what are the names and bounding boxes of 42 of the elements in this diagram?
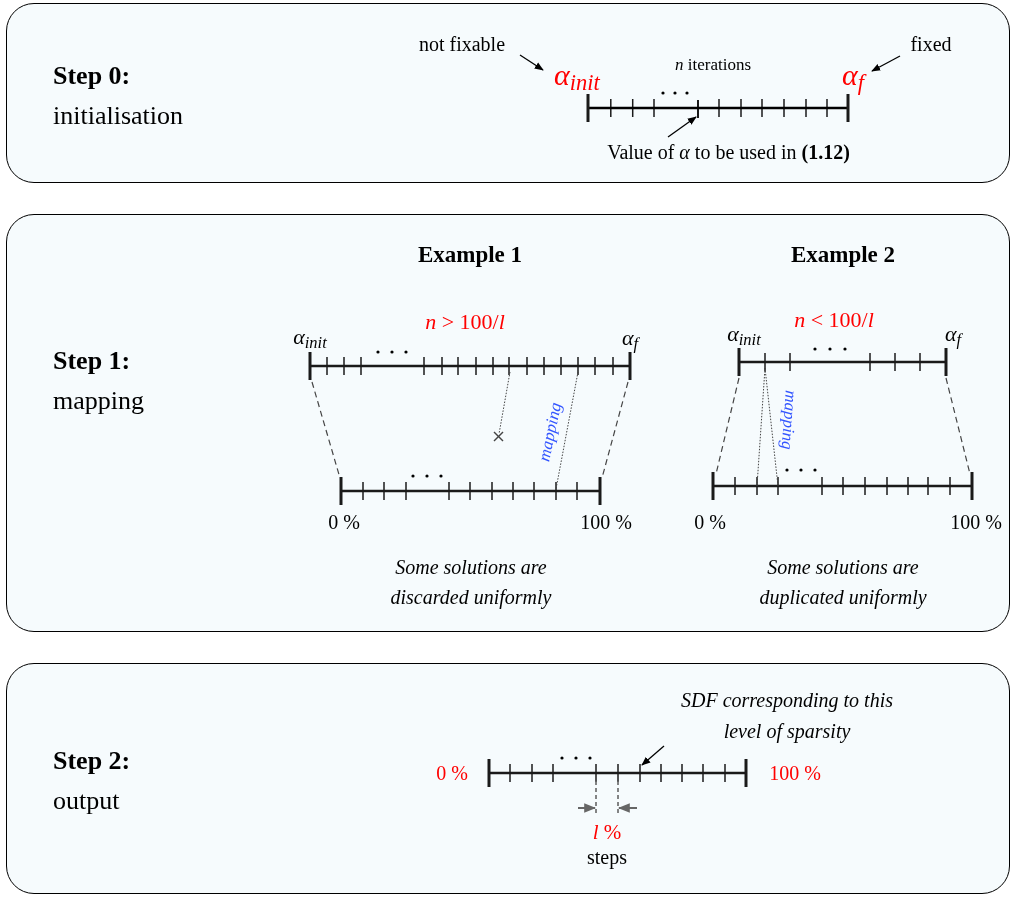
step-panel xyxy=(6,663,1010,894)
condition-text: n > 100/l xyxy=(425,307,505,336)
annotation-text: not fixable xyxy=(401,31,523,57)
leader-line xyxy=(871,55,901,72)
parameter-symbol: α$_{init}$ xyxy=(543,55,611,93)
axis-label: 100 % xyxy=(950,510,1002,535)
step-panel xyxy=(6,3,1010,183)
step-panel xyxy=(6,214,1010,632)
step-description: output xyxy=(53,785,121,817)
parameter-symbol: α$_{f}$ xyxy=(833,55,873,93)
condition-text: n < 100/l xyxy=(794,305,874,334)
parameter-symbol: α$_{f}$ xyxy=(944,319,962,350)
parameter-symbol: α$_{init}$ xyxy=(293,322,327,353)
number-line xyxy=(586,92,850,124)
mapping-label: mapping xyxy=(776,389,802,451)
annotation-text: Value of α to be used in (1.12) xyxy=(551,137,906,167)
annotation-text: fixed xyxy=(901,31,961,57)
example-heading: Example 2 xyxy=(790,240,896,269)
leader-line xyxy=(519,54,544,71)
leader-line xyxy=(641,745,665,766)
axis-label: 100 % xyxy=(769,761,821,786)
step-heading: Step 0: xyxy=(53,60,132,92)
step-description: mapping xyxy=(53,385,144,417)
parameter-symbol: α$_{f}$ xyxy=(621,323,639,354)
step-description: initialisation xyxy=(53,100,183,132)
axis-label: 0 % xyxy=(694,510,726,535)
step-heading: Step 2: xyxy=(53,745,131,777)
axis-label: 0 % xyxy=(328,510,360,535)
step-size-label: steps xyxy=(587,845,627,871)
leader-line xyxy=(667,116,697,138)
mapping-label: mapping xyxy=(533,400,567,464)
caption-text: Some solutions are discarded uniformly xyxy=(389,555,553,611)
example-heading: Example 1 xyxy=(417,240,523,269)
axis-label: 100 % xyxy=(580,510,632,535)
annotation-text: n iterations xyxy=(675,54,751,77)
step-size-label: l % xyxy=(592,819,622,847)
caption-text: Some solutions are duplicated uniformly xyxy=(758,555,928,611)
annotation-text: SDF corresponding to this level of sparsity xyxy=(665,684,909,748)
axis-label: 0 % xyxy=(436,761,468,786)
tick-mark xyxy=(697,100,699,118)
step-heading: Step 1: xyxy=(53,345,132,377)
parameter-symbol: α$_{init}$ xyxy=(727,319,761,350)
